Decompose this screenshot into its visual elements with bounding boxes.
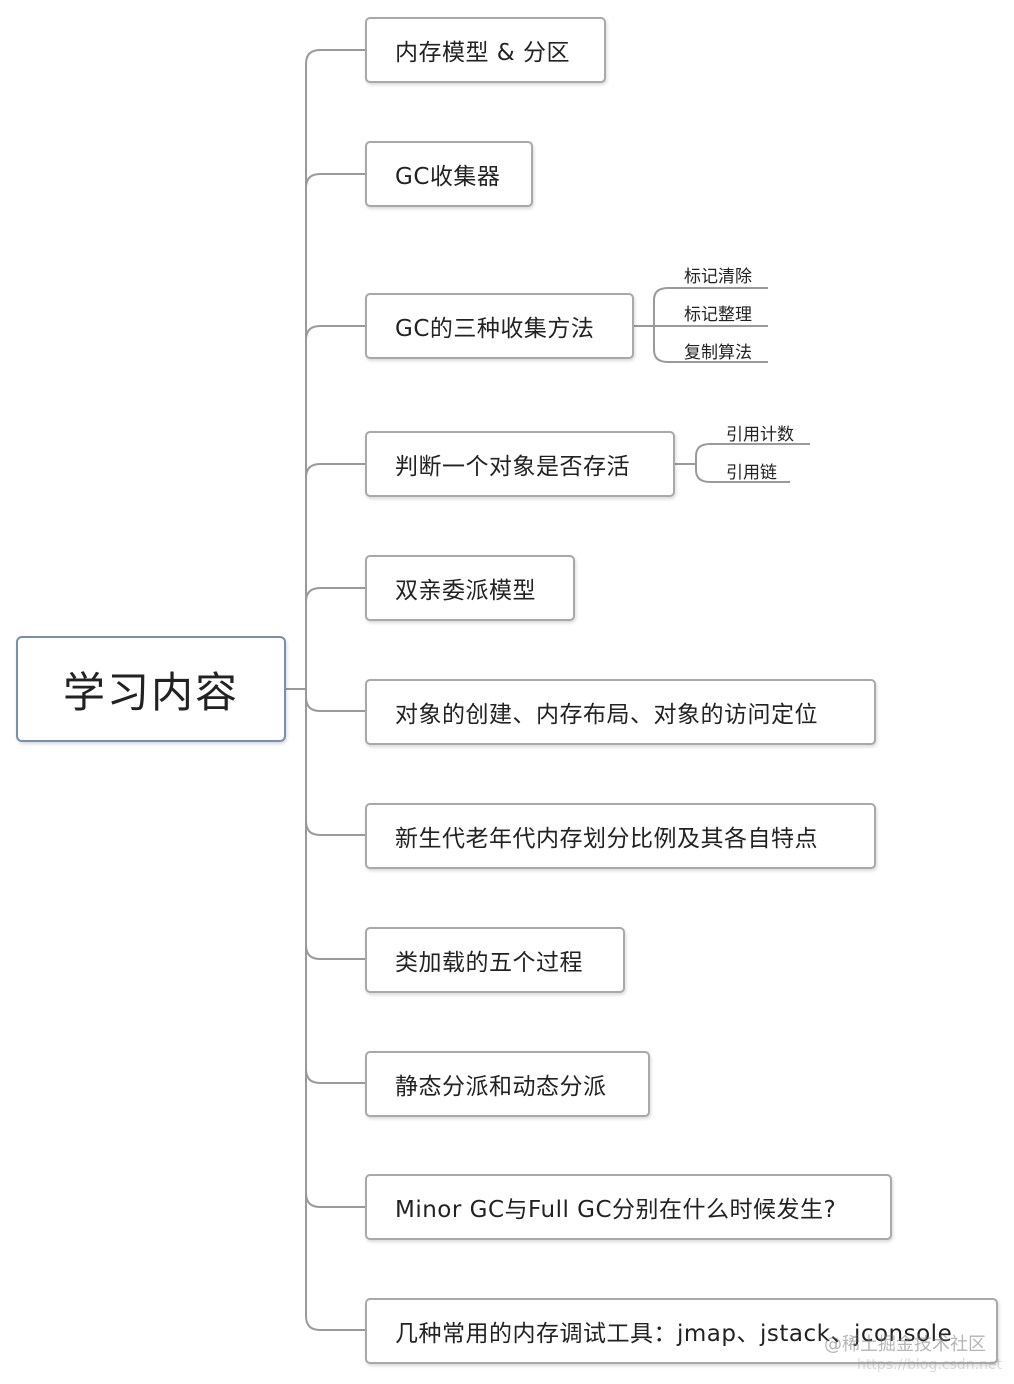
branch-label: GC收集器 (395, 164, 501, 190)
branch-connector (305, 820, 365, 836)
branch-label: GC的三种收集方法 (395, 316, 595, 342)
subtopic-reference-chain[interactable]: 引用链 (726, 463, 777, 483)
branch-connector (305, 463, 365, 479)
branch-parent-delegation[interactable]: 双亲委派模型 (365, 555, 575, 621)
branch-label: 类加载的五个过程 (395, 950, 583, 976)
branch-gc-methods[interactable]: GC的三种收集方法 (365, 293, 634, 359)
subtopic-mark-sweep[interactable]: 标记清除 (684, 267, 752, 287)
subtopic-copying[interactable]: 复制算法 (684, 343, 752, 363)
branch-connector (305, 587, 365, 603)
root-label: 学习内容 (62, 667, 239, 717)
branch-connector (305, 49, 365, 65)
branch-generation-ratio[interactable]: 新生代老年代内存划分比例及其各自特点 (365, 803, 876, 869)
sub-connector (653, 326, 768, 363)
branch-object-creation[interactable]: 对象的创建、内存布局、对象的访问定位 (365, 679, 876, 745)
branch-object-alive[interactable]: 判断一个对象是否存活 (365, 431, 675, 497)
sub-connector (695, 443, 810, 464)
branch-minor-full-gc[interactable]: Minor GC与Full GC分别在什么时候发生? (365, 1174, 892, 1240)
subtopic-reference-counting[interactable]: 引用计数 (726, 425, 794, 445)
branch-connector (305, 1192, 365, 1208)
root-node[interactable]: 学习内容 (16, 636, 286, 742)
branch-label: 几种常用的内存调试工具：jmap、jstack、jconsole (395, 1321, 953, 1347)
branch-dispatch[interactable]: 静态分派和动态分派 (365, 1051, 650, 1117)
branch-label: 新生代老年代内存划分比例及其各自特点 (395, 826, 818, 852)
branch-connector (305, 696, 365, 712)
subtopic-mark-compact[interactable]: 标记整理 (684, 305, 752, 325)
sub-connector (653, 287, 768, 326)
branch-connector (305, 325, 365, 341)
watermark-url: https://blog.csdn.net (856, 1357, 1002, 1373)
branch-connector (305, 173, 365, 189)
branch-debug-tools[interactable]: 几种常用的内存调试工具：jmap、jstack、jconsole (365, 1298, 998, 1364)
branch-memory-model[interactable]: 内存模型 & 分区 (365, 17, 606, 83)
branch-connector (305, 944, 365, 960)
branch-label: 双亲委派模型 (395, 578, 536, 604)
branch-label: 判断一个对象是否存活 (395, 454, 630, 480)
watermark: @稀土掘金技术社区 (824, 1334, 986, 1355)
branch-label: 对象的创建、内存布局、对象的访问定位 (395, 702, 818, 728)
sub-connector (695, 464, 790, 483)
branch-label: Minor GC与Full GC分别在什么时候发生? (395, 1197, 837, 1223)
branch-connector (305, 1315, 365, 1331)
branch-class-loading[interactable]: 类加载的五个过程 (365, 927, 625, 993)
branch-label: 静态分派和动态分派 (395, 1074, 607, 1100)
branch-label: 内存模型 & 分区 (395, 40, 571, 66)
branch-gc-collector[interactable]: GC收集器 (365, 141, 533, 207)
branch-connector (305, 1068, 365, 1084)
